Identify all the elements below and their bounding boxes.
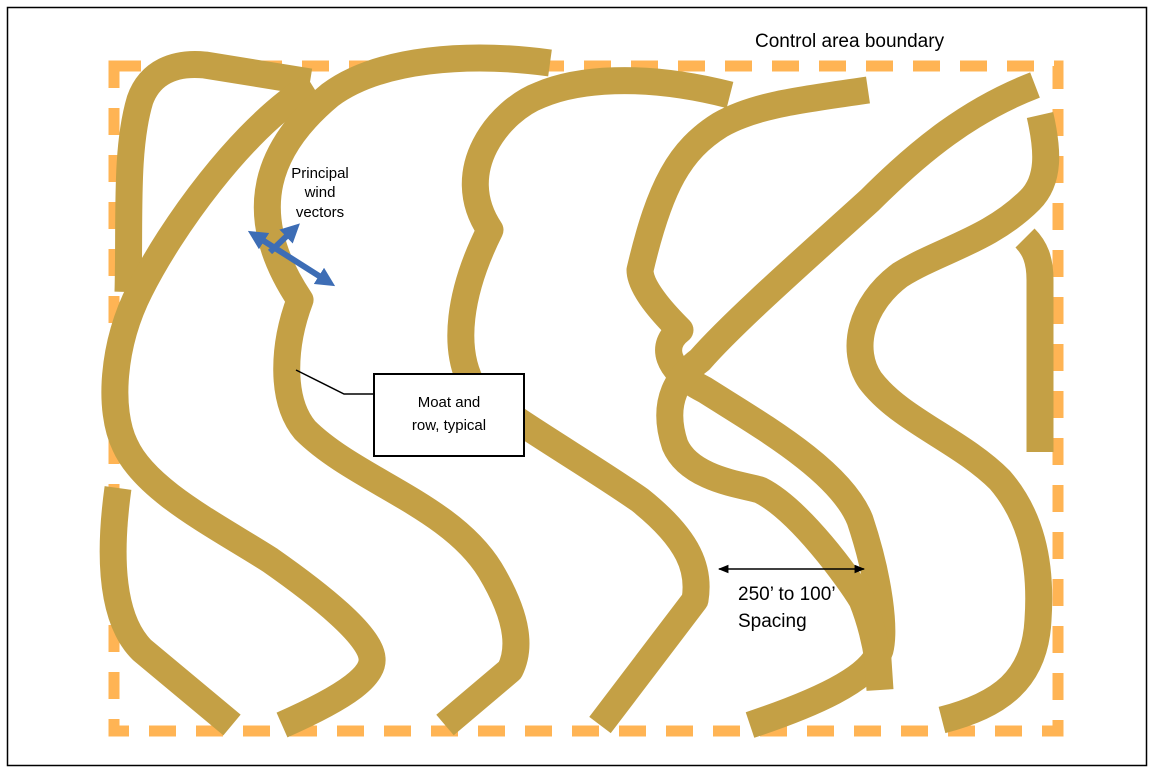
callout-leader	[295, 369, 374, 395]
spacing-label-line2: Spacing	[738, 611, 807, 632]
wind-arrow-major	[247, 230, 336, 287]
moat-row-1	[114, 51, 313, 293]
wind-arrow-minor	[267, 223, 300, 255]
moat-row-5	[447, 67, 734, 734]
moat-rows	[99, 44, 1060, 738]
moat-row-2	[101, 73, 386, 738]
moat-row-3	[99, 486, 241, 736]
wind-label-line2: wind	[304, 184, 336, 201]
moat-row-4	[253, 44, 552, 736]
wind-label-line3: vectors	[296, 204, 344, 221]
callout-label-line2: row, typical	[412, 417, 486, 434]
boundary-label: Control area boundary	[755, 31, 945, 52]
wind-vectors	[247, 223, 336, 287]
wind-label-line1: Principal	[291, 165, 349, 182]
moat-row-8	[846, 111, 1060, 734]
callout-label-line1: Moat and	[418, 394, 481, 411]
callout-box	[373, 373, 525, 457]
spacing-label-line1: 250’ to 100’	[738, 584, 836, 605]
outer-frame	[6, 6, 1148, 767]
moat-row-7	[656, 72, 1040, 691]
moat-row-9	[1015, 228, 1054, 452]
